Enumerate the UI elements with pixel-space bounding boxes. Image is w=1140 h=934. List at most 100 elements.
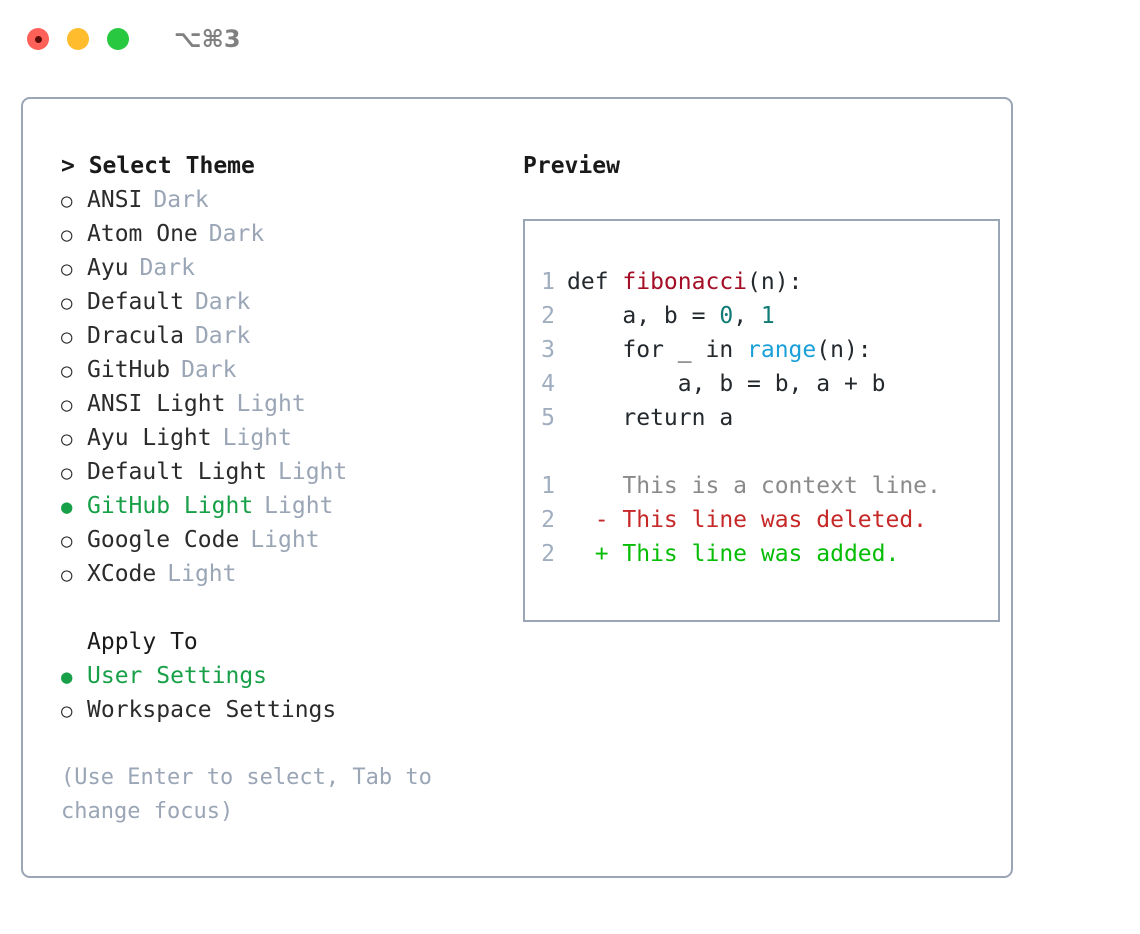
apply-to-option-list[interactable]: ● User Settings ○ Workspace Settings bbox=[61, 659, 501, 727]
theme-variant-tag: Light bbox=[278, 459, 348, 485]
apply-to-option-label: Workspace Settings bbox=[87, 697, 337, 723]
diff-line-content: - This line was deleted. bbox=[567, 507, 928, 533]
theme-option-10[interactable]: ○ Google Code Light bbox=[61, 523, 501, 557]
code-line-number: 2 bbox=[541, 303, 555, 329]
code-token: def bbox=[567, 269, 623, 295]
radio-selected-icon: ● bbox=[61, 666, 73, 688]
code-token: a, b = b, a + b bbox=[677, 371, 886, 397]
diff-line-content: This is a context line. bbox=[567, 473, 941, 499]
radio-unselected-icon: ○ bbox=[61, 564, 73, 586]
theme-variant-tag: Dark bbox=[194, 323, 251, 349]
diff-line-add: 2 + This line was added. bbox=[525, 537, 998, 571]
code-line: 1 def fibonacci(n): bbox=[525, 265, 998, 299]
code-line: 3 for _ in range(n): bbox=[525, 333, 998, 367]
code-token: range bbox=[747, 337, 817, 363]
code-token: fibonacci bbox=[622, 269, 748, 295]
theme-option-label: ANSI bbox=[87, 187, 143, 213]
theme-option-8[interactable]: ○ Default Light Light bbox=[61, 455, 501, 489]
code-token: , bbox=[733, 303, 761, 329]
radio-unselected-icon: ○ bbox=[61, 530, 73, 552]
theme-option-4[interactable]: ○ Dracula Dark bbox=[61, 319, 501, 353]
radio-unselected-icon: ○ bbox=[61, 258, 73, 280]
theme-option-label: Default Light bbox=[87, 459, 268, 485]
theme-variant-tag: Dark bbox=[153, 187, 209, 213]
code-token: for _ in bbox=[622, 337, 748, 363]
diff-line-number: 1 bbox=[541, 473, 555, 499]
theme-option-5[interactable]: ○ GitHub Dark bbox=[61, 353, 501, 387]
code-line-content: return a bbox=[567, 401, 733, 435]
radio-unselected-icon: ○ bbox=[61, 700, 73, 722]
apply-to-option-1[interactable]: ○ Workspace Settings bbox=[61, 693, 501, 727]
title-bar: ⌥⌘3 bbox=[0, 0, 1140, 78]
radio-unselected-icon: ○ bbox=[61, 292, 73, 314]
theme-variant-tag: Light bbox=[222, 425, 292, 451]
code-line-number: 3 bbox=[541, 337, 555, 363]
diff-sample: 1 This is a context line. 2 - This line w… bbox=[525, 469, 998, 571]
code-line: 4 a, b = b, a + b bbox=[525, 367, 998, 401]
theme-option-label: Ayu Light bbox=[87, 425, 212, 451]
apply-to-option-label: User Settings bbox=[87, 663, 268, 689]
code-line-number: 5 bbox=[541, 405, 555, 431]
close-window-button[interactable] bbox=[27, 28, 49, 50]
theme-option-label: GitHub Light bbox=[87, 493, 254, 519]
theme-variant-tag: Light bbox=[236, 391, 306, 417]
keyboard-hint-text: (Use Enter to select, Tab to change focu… bbox=[61, 765, 432, 824]
theme-option-11[interactable]: ○ XCode Light bbox=[61, 557, 501, 591]
code-token: a, b = bbox=[622, 303, 720, 329]
code-token: 0 bbox=[719, 303, 734, 329]
code-line-content: for _ in range(n): bbox=[567, 333, 872, 367]
theme-option-label: Dracula bbox=[87, 323, 184, 349]
radio-unselected-icon: ○ bbox=[61, 462, 73, 484]
maximize-window-button[interactable] bbox=[107, 28, 129, 50]
theme-variant-tag: Dark bbox=[208, 221, 265, 247]
section-spacer bbox=[61, 591, 501, 625]
theme-option-label: GitHub bbox=[87, 357, 171, 383]
theme-variant-tag: Dark bbox=[181, 357, 237, 383]
code-token: 1 bbox=[760, 303, 775, 329]
keyboard-shortcut-label: ⌥⌘3 bbox=[174, 25, 241, 53]
theme-option-1[interactable]: ○ Atom One Dark bbox=[61, 217, 501, 251]
theme-variant-tag: Light bbox=[264, 493, 334, 519]
theme-variant-tag: Light bbox=[250, 527, 320, 553]
code-line: 2 a, b = 0, 1 bbox=[525, 299, 998, 333]
code-line-content: a, b = b, a + b bbox=[567, 367, 886, 401]
panel-title: > Select Theme bbox=[61, 153, 255, 179]
code-token: (n): bbox=[816, 337, 872, 363]
code-diff-spacer bbox=[525, 435, 998, 469]
apply-to-option-0[interactable]: ● User Settings bbox=[61, 659, 501, 693]
diff-line-ctx: 1 This is a context line. bbox=[525, 469, 998, 503]
code-line: 5 return a bbox=[525, 401, 998, 435]
theme-option-label: Google Code bbox=[87, 527, 240, 553]
code-token: (n): bbox=[747, 269, 803, 295]
radio-unselected-icon: ○ bbox=[61, 428, 73, 450]
theme-variant-tag: Dark bbox=[194, 289, 251, 315]
radio-unselected-icon: ○ bbox=[61, 224, 73, 246]
code-line-content: def fibonacci(n): bbox=[567, 265, 802, 299]
preview-title: Preview bbox=[523, 153, 620, 179]
theme-option-label: Atom One bbox=[87, 221, 198, 247]
window-controls bbox=[27, 28, 129, 50]
radio-unselected-icon: ○ bbox=[61, 326, 73, 348]
radio-unselected-icon: ○ bbox=[61, 394, 73, 416]
code-line-content: a, b = 0, 1 bbox=[567, 299, 775, 333]
minimize-window-button[interactable] bbox=[67, 28, 89, 50]
code-token: return a bbox=[622, 405, 734, 431]
theme-option-7[interactable]: ○ Ayu Light Light bbox=[61, 421, 501, 455]
theme-variant-tag: Light bbox=[167, 561, 237, 587]
theme-option-label: XCode bbox=[87, 561, 157, 587]
diff-line-number: 2 bbox=[541, 541, 555, 567]
code-line-number: 1 bbox=[541, 269, 555, 295]
radio-unselected-icon: ○ bbox=[61, 360, 73, 382]
